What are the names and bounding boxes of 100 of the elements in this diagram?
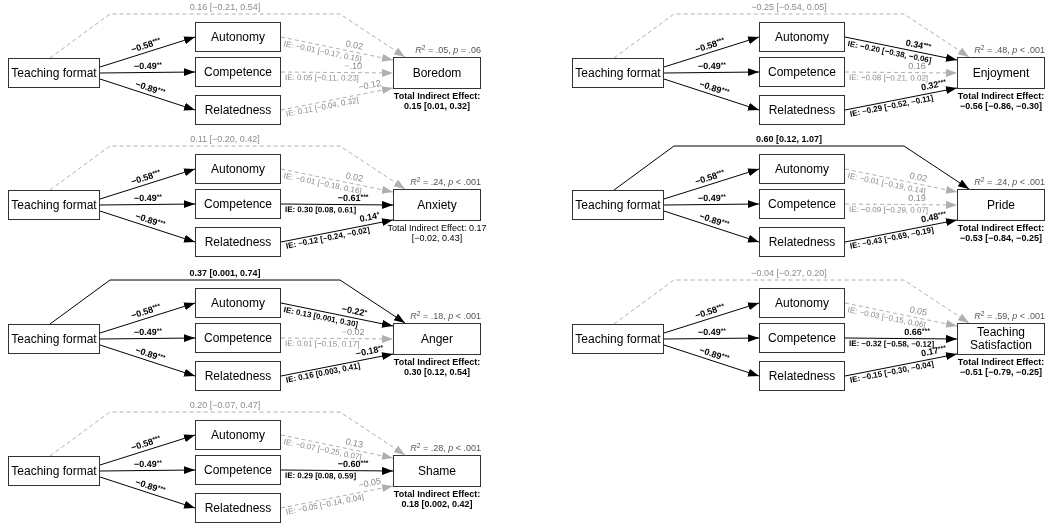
arrow xyxy=(663,200,760,209)
arrow xyxy=(663,78,760,111)
edge-label: 0.02 xyxy=(343,39,365,52)
edge-label: −0.49$^{**}$ xyxy=(696,61,727,71)
indirect-effect-label: IE: −0.15 [−0.30, −0.04] xyxy=(848,359,936,385)
edge-label: −0.49$^{**}$ xyxy=(132,193,163,203)
indirect-effect-label: IE: 0.30 [0.08, 0.61] xyxy=(284,204,358,215)
outcome-box: Anxiety xyxy=(393,189,481,221)
edge-label: 0.02 xyxy=(343,171,365,184)
edge-label: −0.49$^{**}$ xyxy=(696,327,727,337)
predictor-box: Teaching format xyxy=(572,190,664,220)
arrow xyxy=(280,334,394,343)
arrow xyxy=(613,13,970,59)
edge-label: −0.61$^{***}$ xyxy=(336,193,370,203)
mediator-box: Competence xyxy=(759,323,845,353)
predictor-box: Teaching format xyxy=(572,324,664,354)
outcome-box: Pride xyxy=(957,189,1045,221)
edge-label: 0.37 [0.001, 0.74] xyxy=(188,269,262,278)
arrow xyxy=(844,86,958,111)
mediator-box: Competence xyxy=(195,323,281,353)
arrow xyxy=(663,302,760,334)
edge-label: 0.19 xyxy=(906,193,927,203)
outcome-box: Enjoyment xyxy=(957,57,1045,89)
arrow xyxy=(844,334,958,343)
predictor-box: Teaching format xyxy=(8,58,100,88)
indirect-effect-label: IE: −0.29 [−0.52, −0.11] xyxy=(848,93,936,119)
mediator-box: Competence xyxy=(759,57,845,87)
edge-label: −0.12 xyxy=(357,79,383,93)
mediator-box: Relatedness xyxy=(759,361,845,391)
edge-label: 0.13 xyxy=(343,437,365,450)
arrow xyxy=(49,411,406,457)
mediator-box: Relatedness xyxy=(195,361,281,391)
arrow xyxy=(280,466,394,475)
edge-label: −.10 xyxy=(342,61,363,71)
arrow xyxy=(280,168,394,194)
indirect-effect-label: IE: 0.29 [0.08, 0.59] xyxy=(284,470,358,481)
arrow xyxy=(99,476,196,509)
mediator-box: Relatedness xyxy=(759,227,845,257)
total-effect-note: Total Indirect Effect: −0.56 [−0.86, −0.30] xyxy=(956,91,1046,111)
edge-label: 0.02 xyxy=(907,171,929,184)
mediator-box: Autonomy xyxy=(195,420,281,450)
edge-label: 0.05 xyxy=(907,305,929,318)
edge-label: 0.60 [0.12, 1.07] xyxy=(755,135,823,144)
edge-label: 0.14$^{*}$ xyxy=(357,211,381,225)
mediator-box: Competence xyxy=(759,189,845,219)
edge-label: 0.20 [−0.07, 0.47] xyxy=(188,401,262,410)
mediator-box: Relatedness xyxy=(195,227,281,257)
arrow xyxy=(280,434,394,460)
mediator-box: Competence xyxy=(195,455,281,485)
arrow xyxy=(844,168,958,194)
indirect-effect-label: IE: −0.32 [−0.58, −0.12] xyxy=(848,338,935,349)
arrow xyxy=(663,344,760,377)
arrow xyxy=(844,200,958,209)
total-effect-note: Total Indirect Effect: 0.18 [0.002, 0.42] xyxy=(392,489,482,509)
arrow xyxy=(49,145,406,191)
edge-label: −0.49$^{**}$ xyxy=(132,327,163,337)
mediator-box: Autonomy xyxy=(195,22,281,52)
edge-label: −0.04 [−0.27, 0.20] xyxy=(750,269,828,278)
edge-label: −0.25 [−0.54, 0.05] xyxy=(750,3,828,12)
edge-label: −0.49$^{**}$ xyxy=(132,459,163,469)
outcome-box: Teaching Satisfaction xyxy=(957,323,1045,355)
mediator-box: Autonomy xyxy=(759,288,845,318)
arrow xyxy=(613,279,970,325)
mediator-box: Relatedness xyxy=(195,493,281,523)
arrow xyxy=(99,344,196,377)
arrow xyxy=(844,352,958,377)
arrow xyxy=(663,36,760,68)
mediator-box: Autonomy xyxy=(759,22,845,52)
outcome-box: Anger xyxy=(393,323,481,355)
arrow xyxy=(663,168,760,200)
arrow xyxy=(99,200,196,209)
total-effect-note: Total Indirect Effect: −0.51 [−0.79, −0.25] xyxy=(956,357,1046,377)
arrow xyxy=(280,352,394,377)
predictor-box: Teaching format xyxy=(8,324,100,354)
indirect-effect-label: IE: −0.05 [−0.14, 0.04] xyxy=(284,492,366,517)
arrow xyxy=(280,484,394,509)
arrow xyxy=(663,68,760,77)
r-squared-note: R$^{2}$ = .24, p < .001 xyxy=(409,177,481,187)
indirect-effect-label: IE: −0.12 [−0.24, −0.02] xyxy=(284,225,372,251)
arrow xyxy=(99,302,196,334)
arrow xyxy=(99,168,196,200)
edge-label: −0.02 xyxy=(341,327,366,337)
arrow xyxy=(99,78,196,111)
mediator-box: Autonomy xyxy=(195,288,281,318)
r-squared-note: R$^{2}$ = .48, p < .001 xyxy=(973,45,1045,55)
r-squared-note: R$^{2}$ = .24, p < .001 xyxy=(973,177,1045,187)
indirect-effect-label: IE: −0.08 [−0.21, 0.02] xyxy=(848,72,930,83)
arrow xyxy=(49,13,406,59)
edge-label: 0.11 [−0.20, 0.42] xyxy=(189,135,261,144)
mediator-box: Relatedness xyxy=(195,95,281,125)
arrow xyxy=(280,68,394,77)
arrow xyxy=(280,86,394,111)
arrow xyxy=(663,334,760,343)
arrow xyxy=(280,200,394,209)
mediator-box: Relatedness xyxy=(759,95,845,125)
arrow xyxy=(99,434,196,466)
edge-label: −0.22$^{*}$ xyxy=(339,304,369,318)
arrow xyxy=(99,466,196,475)
total-effect-note: Total Indirect Effect: −0.53 [−0.84, −0.25] xyxy=(956,223,1046,243)
edge-label: −0.05 xyxy=(356,477,383,491)
